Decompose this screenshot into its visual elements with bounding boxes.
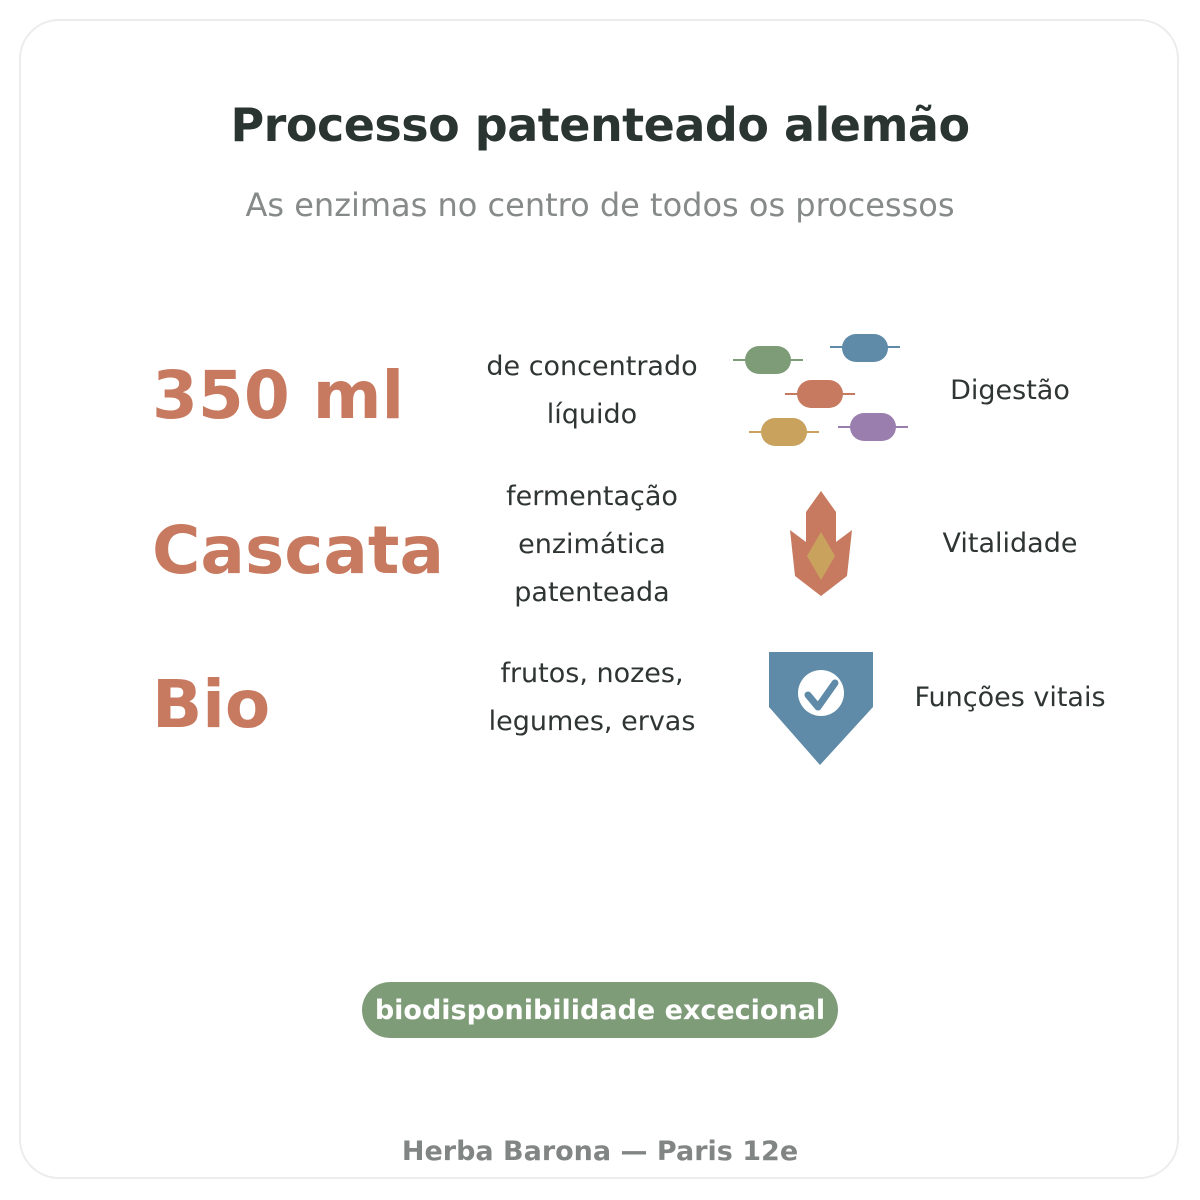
- row-value-cascade: Cascata: [152, 512, 445, 589]
- row-value-volume: 350 ml: [152, 357, 405, 434]
- enzyme-capsules-icon: [728, 330, 918, 459]
- shield-check-icon: [768, 651, 874, 771]
- row-benefit-vital-functions: Funções vitais: [914, 682, 1106, 713]
- row-description-cascade: fermentação enzimática patenteada: [506, 481, 678, 608]
- bioavailability-badge: biodisponibilidade excecional: [362, 982, 838, 1038]
- row-description-bio: frutos, nozes, legumes, ervas: [488, 658, 696, 737]
- row-benefit-vitality: Vitalidade: [942, 528, 1078, 559]
- page-title: Processo patenteado alemão: [230, 98, 970, 152]
- page-subtitle: As enzimas no centro de todos os process…: [245, 186, 955, 224]
- footer-brand: Herba Barona — Paris 12e: [401, 1136, 799, 1167]
- row-value-bio: Bio: [152, 666, 271, 743]
- flame-icon: [786, 488, 856, 604]
- row-benefit-digestion: Digestão: [950, 375, 1070, 406]
- row-description-volume: de concentrado líquido: [486, 351, 698, 430]
